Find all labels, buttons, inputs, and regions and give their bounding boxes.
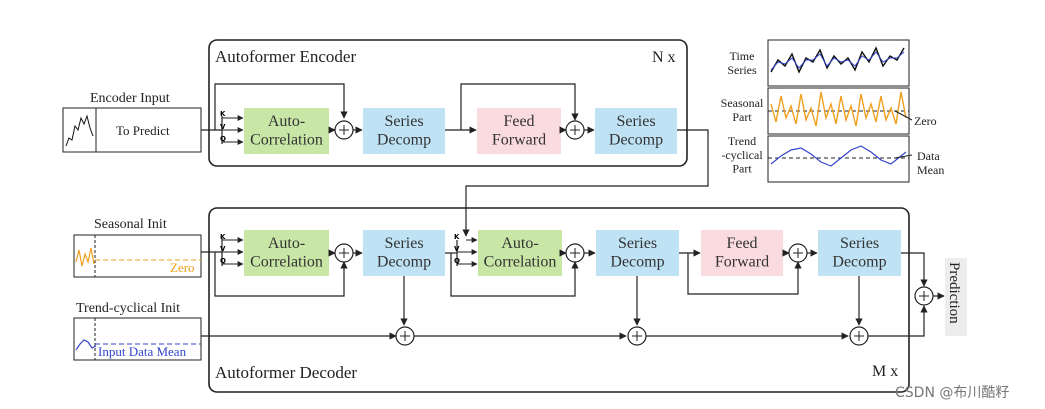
text-line: Forward (492, 131, 546, 148)
enc-autocorrelation-label: Auto-Correlation (250, 113, 323, 148)
legend-trend-box (767, 135, 910, 183)
dec-trend-add-2 (627, 326, 647, 346)
seasonal-init-sparkline (75, 247, 95, 267)
text-line: Decomp (832, 253, 886, 270)
watermark: CSDN @布川酷籽 (895, 385, 1009, 401)
dec-add-1 (334, 243, 354, 263)
text-line: Decomp (609, 131, 663, 148)
decoder-repeat: M x (872, 363, 898, 380)
dec-q1-label: Q (220, 257, 226, 265)
legend-zero: Zero (914, 114, 937, 128)
dec-k1-label: K (220, 233, 226, 241)
to-predict-label: To Predict (116, 123, 170, 138)
dec-series-decomp-3 (818, 230, 901, 276)
seasonal-init-zero: Zero (170, 260, 195, 275)
dec-trend-add-3 (849, 326, 869, 346)
encoder-input-sparkline (65, 114, 94, 147)
final-add (914, 286, 934, 306)
text-line: Series (616, 113, 655, 130)
dec-v2-label: V (454, 245, 460, 253)
dec-series-decomp-2 (596, 230, 679, 276)
text-line: Series (727, 63, 757, 77)
prediction-box (945, 258, 967, 336)
dec-autocorrelation-block-1 (244, 230, 329, 276)
dec-add-2 (565, 243, 585, 263)
text-line: Decomp (610, 253, 664, 270)
legend-trend-line (770, 145, 907, 167)
seasonal-init-label: Seasonal Init (94, 217, 167, 232)
dec-autocorrelation-1-label: Auto-Correlation (250, 235, 323, 270)
trend-init-label: Trend-cyclical Init (76, 301, 180, 316)
text-line: Time (730, 49, 755, 63)
text-line: Correlation (484, 253, 557, 270)
encoder-repeat: N x (652, 49, 676, 66)
text-line: Series (840, 235, 879, 252)
text-line: -cyclical (721, 148, 763, 162)
text-line: Series (618, 235, 657, 252)
text-line: Series (384, 235, 423, 252)
enc-add-2 (565, 120, 585, 140)
dec-k2-label: K (454, 233, 460, 241)
text-line: Data (917, 149, 940, 163)
text-line: Auto- (268, 113, 305, 130)
encoder-input-box (62, 107, 202, 153)
dec-v1-label: V (220, 245, 226, 253)
text-line: Feed (503, 113, 534, 130)
dec-autocorrelation-2-label: Auto-Correlation (484, 235, 557, 270)
text-line: Part (732, 110, 752, 124)
text-line: Seasonal (721, 96, 764, 110)
enc-k-label: K (220, 110, 226, 118)
dec-feed-forward-block (701, 230, 783, 276)
dec-add-3 (788, 243, 808, 263)
text-line: Decomp (377, 253, 431, 270)
text-line: Correlation (250, 131, 323, 148)
dec-autocorrelation-block-2 (478, 230, 562, 276)
encoder-title: Autoformer Encoder (215, 47, 356, 66)
text-line: Part (732, 162, 752, 176)
text-line: Decomp (377, 131, 431, 148)
enc-v-label: V (220, 123, 226, 131)
text-line: Auto- (501, 235, 538, 252)
encoder-container (208, 39, 688, 167)
text-line: Forward (715, 253, 769, 270)
text-line: Correlation (250, 253, 323, 270)
trend-init-sparkline (75, 339, 97, 351)
prediction-label: Prediction (946, 262, 962, 324)
enc-autocorrelation-block (244, 108, 329, 154)
text-line: Auto- (268, 235, 305, 252)
enc-series-decomp-1 (363, 108, 445, 154)
decoder-container (208, 207, 910, 393)
dec-series-decomp-1 (363, 230, 445, 276)
text-line: Mean (917, 163, 944, 177)
trend-init-mean: Input Data Mean (98, 344, 187, 359)
dec-trend-add-1 (395, 326, 415, 346)
text-line: Trend (728, 134, 756, 148)
enc-series-decomp-2 (595, 108, 677, 154)
legend-seasonal-line (770, 91, 907, 127)
encoder-input-label: Encoder Input (90, 91, 170, 106)
dec-q2-label: Q (454, 257, 460, 265)
text-line: Feed (726, 235, 757, 252)
enc-add-1 (334, 120, 354, 140)
decoder-title: Autoformer Decoder (215, 363, 357, 382)
legend-time-series-box (767, 39, 910, 87)
enc-feed-forward-block (477, 108, 561, 154)
enc-q-label: Q (220, 135, 226, 143)
text-line: Series (384, 113, 423, 130)
